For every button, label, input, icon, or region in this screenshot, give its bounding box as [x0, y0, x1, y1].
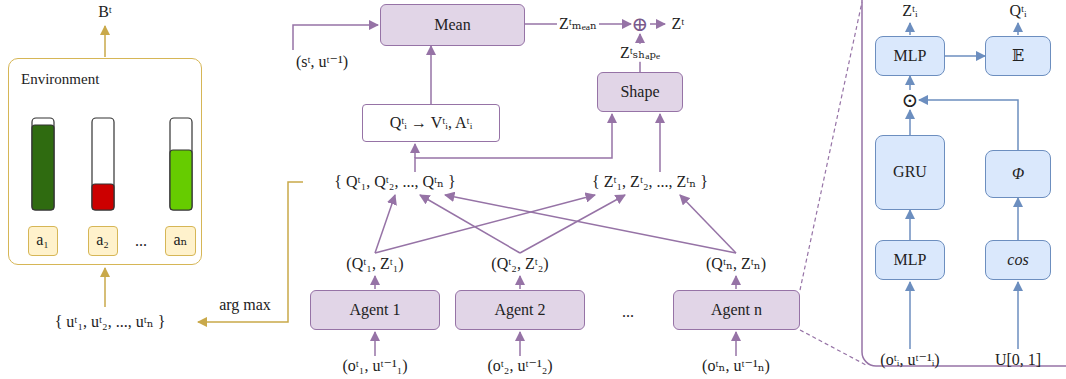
input-label: (oᵗᵢ, uᵗ⁻¹ᵢ)	[880, 351, 939, 369]
agent-box: Agent n	[673, 290, 800, 330]
output-arrow	[104, 26, 106, 57]
node-text: ⊕	[632, 14, 649, 34]
product-symbol: ⊙	[901, 90, 919, 110]
node-text: Qᵗᵢ → Vᵗᵢ, Aᵗᵢ	[390, 114, 473, 132]
shape-box: Shape	[597, 72, 683, 112]
output-arrow	[1017, 23, 1019, 35]
argmax-arrow	[198, 182, 303, 322]
node-text: a₂	[96, 231, 109, 249]
flow-arrow	[1017, 198, 1019, 240]
gru-box: GRU	[875, 135, 945, 210]
flow-arrow	[945, 55, 985, 57]
agent-box: Agent 2	[455, 290, 585, 330]
agent-output: (Qᵗₙ, Zᵗₙ)	[706, 255, 766, 273]
q-set: { Qᵗ₁, Qᵗ₂, ..., Qᵗₙ }	[334, 173, 455, 191]
gather-arrow	[680, 195, 736, 253]
agent-input-arrow	[735, 332, 737, 356]
environment-box: Environment a₁ a₂ aₙ	[8, 58, 202, 265]
flow-arrow	[430, 46, 432, 104]
decomposition-box: Qᵗᵢ → Vᵗᵢ, Aᵗᵢ	[362, 104, 500, 142]
input-arrow	[909, 282, 911, 349]
phi-box: Φ	[985, 150, 1051, 198]
mlp-box: MLP	[875, 36, 945, 76]
bar-fill	[32, 125, 54, 210]
node-text: Agent n	[711, 301, 762, 319]
mean-box: Mean	[380, 4, 525, 46]
bar-outline	[92, 118, 114, 210]
expectation-box: 𝔼	[985, 36, 1051, 76]
zoom-line	[800, 330, 866, 365]
zoom-line	[800, 2, 862, 290]
action-box: aₙ	[165, 226, 196, 256]
z-to-shape-arrow	[659, 114, 661, 172]
agent-output: (Qᵗ₂, Zᵗ₂)	[491, 255, 548, 273]
state-arrow	[293, 25, 378, 50]
node-text: ⊙	[902, 90, 919, 110]
agent-input-arrow	[519, 332, 521, 356]
sum-arrow	[650, 23, 665, 25]
state-input: (sᵗ, uᵗ⁻¹)	[296, 53, 348, 71]
node-text: Φ	[1012, 165, 1024, 183]
node-text: aₙ	[173, 231, 187, 249]
edge-label: Zᵗₘₑₐₙ	[557, 15, 599, 33]
node-text: Shape	[620, 83, 659, 101]
edge-label: Zᵗₛₕₐₚₑ	[618, 44, 662, 62]
agent-output: (Qᵗ₁, Zᵗ₁)	[346, 255, 403, 273]
level-bars	[32, 118, 192, 210]
gather-arrow	[445, 195, 736, 253]
action-set: { uᵗ₁, uᵗ₂, ..., uᵗₙ }	[55, 313, 166, 331]
ellipsis: ...	[135, 232, 147, 250]
agent-input: (oᵗ₁, uᵗ⁻¹₁)	[342, 357, 407, 375]
node-text: Agent 2	[494, 301, 545, 319]
output-label: Bᵗ	[98, 3, 112, 21]
node-text: a₁	[36, 231, 49, 249]
output-arrow	[909, 23, 911, 35]
argmax-label: arg max	[219, 296, 271, 314]
agent-output-arrow	[735, 276, 737, 289]
node-text: Mean	[434, 16, 470, 34]
gather-arrow	[520, 195, 625, 253]
agent-input: (oᵗ₂, uᵗ⁻¹₂)	[487, 357, 552, 375]
cos-box: cos	[985, 240, 1051, 280]
z-set: { Zᵗ₁, Zᵗ₂, ..., Zᵗₙ }	[592, 173, 708, 191]
agent-output-arrow	[374, 276, 376, 289]
agent-box: Agent 1	[310, 290, 440, 330]
ellipsis: ...	[622, 303, 634, 321]
agent-output-arrow	[519, 276, 521, 289]
input-arrow	[1017, 282, 1019, 349]
flow-arrow	[909, 110, 911, 135]
action-arrow	[104, 268, 106, 307]
sum-symbol: ⊕	[631, 14, 649, 34]
bar-fill	[92, 184, 114, 210]
q-to-decomp-arrow	[414, 144, 416, 158]
output-label: Qᵗᵢ	[1009, 2, 1026, 20]
bar-fill	[170, 150, 192, 210]
gather-arrow	[375, 195, 395, 253]
node-text: Environment	[21, 71, 99, 88]
output-label: Zᵗᵢ	[902, 2, 917, 20]
output-label: Zᵗ	[672, 15, 685, 33]
gather-arrow	[420, 195, 520, 253]
agent-input-arrow	[374, 332, 376, 356]
model-panel	[862, 0, 1066, 366]
bar-outline	[170, 118, 192, 210]
node-text: GRU	[893, 163, 927, 181]
input-label: U[0, 1]	[995, 351, 1041, 369]
node-text: MLP	[894, 251, 927, 269]
action-box: a₂	[88, 226, 118, 256]
bar-outline	[32, 118, 54, 210]
flow-arrow	[909, 76, 911, 90]
agent-input: (oᵗₙ, uᵗ⁻¹ₙ)	[702, 357, 770, 375]
node-text: 𝔼	[1012, 47, 1024, 65]
node-text: MLP	[894, 47, 927, 65]
mlp-box: MLP	[875, 240, 945, 280]
node-text: cos	[1007, 251, 1028, 269]
node-text: Agent 1	[349, 301, 400, 319]
flow-arrow	[909, 210, 911, 240]
action-box: a₁	[28, 226, 58, 256]
